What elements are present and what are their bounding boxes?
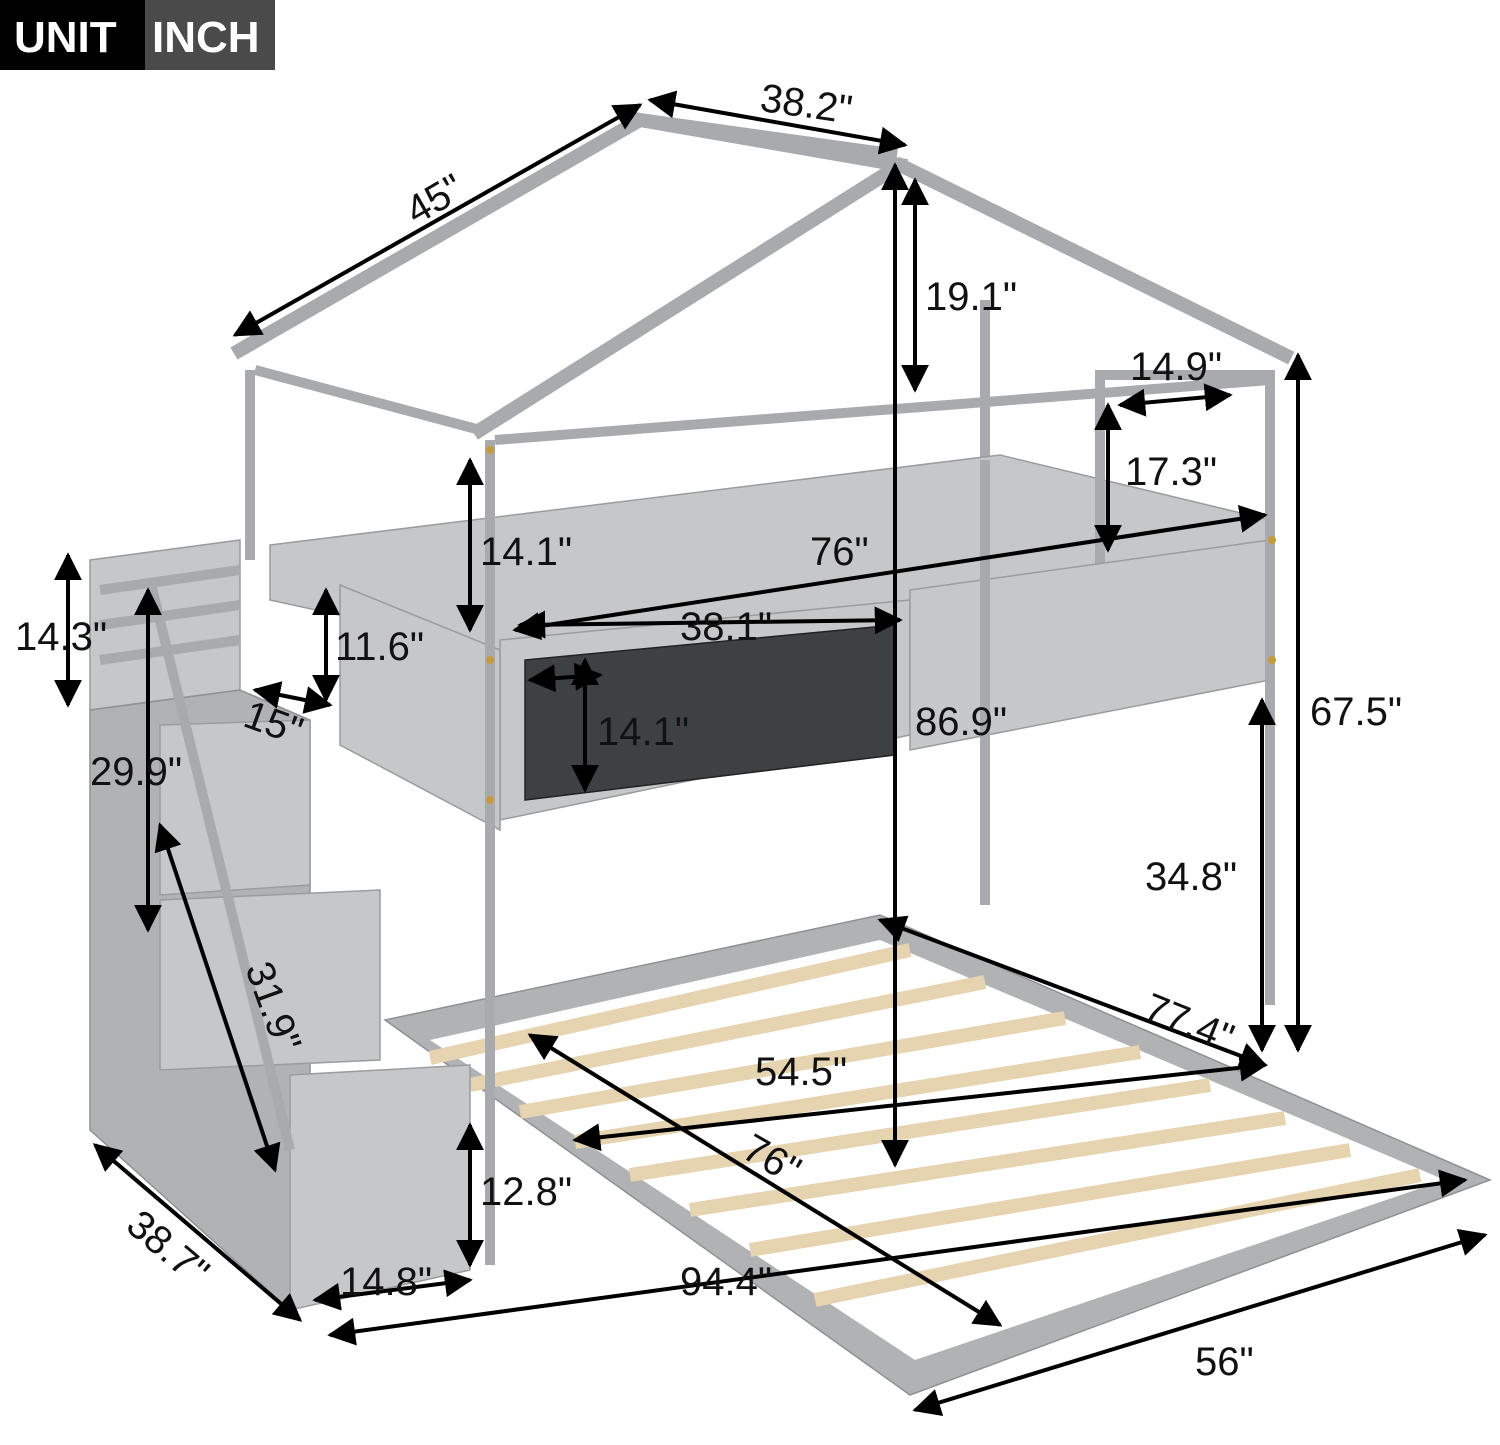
unit-badge-left-bg: [0, 0, 145, 70]
dimension-arrows: [54, 90, 1488, 1416]
arrow-total-length: [327, 1169, 1468, 1346]
label-stair-height: 29.9": [90, 750, 182, 794]
label-total-height-inner: 86.9": [915, 700, 1007, 744]
unit-badge: UNIT INCH: [0, 0, 275, 70]
label-bottom-width: 54.5": [755, 1050, 847, 1094]
label-guard-height: 14.1": [480, 530, 572, 574]
arrow-stair-top-width: [252, 681, 333, 714]
label-total-length: 94.4": [680, 1260, 772, 1304]
label-underbed-clearance: 34.8": [1145, 855, 1237, 899]
arrow-stair-depth: [92, 1143, 303, 1322]
back-crossbar: [253, 365, 482, 435]
label-low-clearance: 12.8": [480, 1170, 572, 1214]
label-window-height: 17.3": [1125, 450, 1217, 494]
arrow-front-panel-width: [517, 606, 903, 639]
unit-badge-unit: UNIT: [14, 13, 117, 62]
label-top-bed-length: 76": [810, 530, 869, 574]
label-roof-height: 19.1": [925, 275, 1017, 319]
label-stair-rail-height: 14.3": [15, 615, 107, 659]
label-roof-depth: 38.2": [758, 76, 855, 132]
unit-badge-inch: INCH: [152, 13, 260, 62]
unit-badge-right-bg: [145, 0, 275, 70]
stair-side-guard: [339, 583, 501, 832]
arrow-roof-depth: [647, 90, 908, 155]
label-window-width: 14.9": [1130, 345, 1222, 389]
bottom-bed: [383, 914, 1493, 1396]
label-step-width: 14.8": [340, 1260, 432, 1304]
arrow-bottom-depth: [877, 915, 1268, 1070]
top-rail: [494, 375, 1271, 445]
arrow-stair-handrail: [154, 822, 281, 1173]
label-front-panel-width: 38.1": [680, 605, 772, 649]
label-chalkboard-height: 14.1": [597, 710, 689, 754]
arrow-roof-slope: [232, 103, 643, 337]
label-bottom-outer-width: 56": [1195, 1340, 1254, 1384]
label-total-height: 67.5": [1310, 690, 1402, 734]
roof-ridge: [631, 111, 909, 174]
arrow-bottom-outer-width: [912, 1229, 1488, 1416]
arrow-window-width: [1117, 383, 1233, 417]
label-front-panel-height: 11.6": [335, 625, 424, 669]
